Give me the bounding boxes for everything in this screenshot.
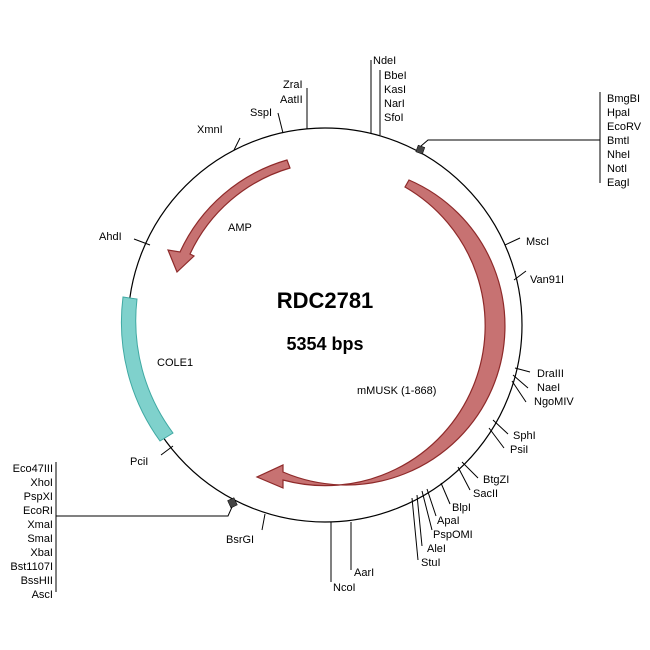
smai-label: SmaI xyxy=(27,533,53,545)
kasi-label: KasI xyxy=(384,84,406,96)
hpai-label: HpaI xyxy=(607,107,630,119)
pcii-tick xyxy=(160,445,174,456)
nhei-label: NheI xyxy=(607,149,630,161)
sfoi-label: SfoI xyxy=(384,112,404,124)
sspi-tick xyxy=(277,112,284,134)
bbei-label: BbeI xyxy=(384,70,407,82)
ahdi-label: AhdI xyxy=(99,231,122,243)
sspi-label: SspI xyxy=(250,107,272,119)
bsrgi-tick xyxy=(261,513,266,531)
mscl-tick xyxy=(504,237,521,246)
cole1-feature-band xyxy=(120,296,174,442)
bsrgi-label: BsrGI xyxy=(226,534,254,546)
ahdi-tick xyxy=(133,238,151,246)
btgzi-label: BtgZI xyxy=(483,474,509,486)
ncoi-label: NcoI xyxy=(333,582,356,594)
pspomi-label: PspOMI xyxy=(433,529,473,541)
apai-label: ApaI xyxy=(437,515,460,527)
mscl-label: MscI xyxy=(526,236,549,248)
blpi-tick xyxy=(440,482,451,505)
left-site-marker xyxy=(227,497,238,509)
aari-label: AarI xyxy=(354,567,374,579)
van91i-label: Van91I xyxy=(530,274,564,286)
plasmid-size: 5354 bps xyxy=(286,334,363,354)
pspxi-label: PspXI xyxy=(24,491,53,503)
ecori-label: EcoRI xyxy=(23,505,53,517)
amp-feature-label: AMP xyxy=(228,222,252,234)
aatii-label: AatII xyxy=(280,94,303,106)
mmusk-feature-label: mMUSK (1-868) xyxy=(357,385,436,397)
btgzi-tick xyxy=(461,461,479,479)
sacii-label: SacII xyxy=(473,488,498,500)
bmgbi-label: BmgBI xyxy=(607,93,640,105)
top-right-site-marker xyxy=(415,144,426,155)
xmni-label: XmnI xyxy=(197,124,223,136)
ngomiv-label: NgoMIV xyxy=(534,396,574,408)
mmusk-feature-arrow xyxy=(255,179,506,489)
eco47iii-label: Eco47III xyxy=(13,463,53,475)
ndei-label: NdeI xyxy=(373,55,396,67)
bst1107i-label: Bst1107I xyxy=(10,561,53,573)
draiii-tick xyxy=(514,367,531,373)
bmti-label: BmtI xyxy=(607,135,630,147)
stui-label: StuI xyxy=(421,557,441,569)
ngomiv-tick xyxy=(511,380,527,403)
van91i-tick xyxy=(513,270,527,281)
xmai-label: XmaI xyxy=(27,519,53,531)
pcii-label: PciI xyxy=(130,456,148,468)
alei-label: AleI xyxy=(427,543,446,555)
stui-tick xyxy=(411,497,419,561)
amp-feature-arrow xyxy=(167,159,291,274)
alei-tick xyxy=(416,494,423,547)
noti-label: NotI xyxy=(607,163,627,175)
draiii-label: DraIII xyxy=(537,368,564,380)
psii-tick xyxy=(488,427,505,449)
naei-label: NaeI xyxy=(537,382,560,394)
left-group-leader xyxy=(56,506,233,517)
zrai-label: ZraI xyxy=(283,79,303,91)
psii-label: PsiI xyxy=(510,444,528,456)
naei-tick xyxy=(512,374,529,389)
ecorv-label: EcoRV xyxy=(607,121,642,133)
sacii-tick xyxy=(457,466,471,491)
apai-tick xyxy=(426,488,437,517)
cole1-feature-label: COLE1 xyxy=(157,357,193,369)
nari-label: NarI xyxy=(384,98,405,110)
asci-label: AscI xyxy=(32,589,53,601)
plasmid-name: RDC2781 xyxy=(277,288,374,313)
pspomi-tick xyxy=(421,490,433,531)
eagi-label: EagI xyxy=(607,177,630,189)
xmni-tick xyxy=(233,137,241,151)
sphi-tick xyxy=(492,419,509,435)
xbai-label: XbaI xyxy=(30,547,53,559)
bsshii-label: BssHII xyxy=(21,575,53,587)
top-right-leader xyxy=(420,139,600,147)
xhoi-label: XhoI xyxy=(30,477,53,489)
sphi-label: SphI xyxy=(513,430,536,442)
blpi-label: BlpI xyxy=(452,502,471,514)
